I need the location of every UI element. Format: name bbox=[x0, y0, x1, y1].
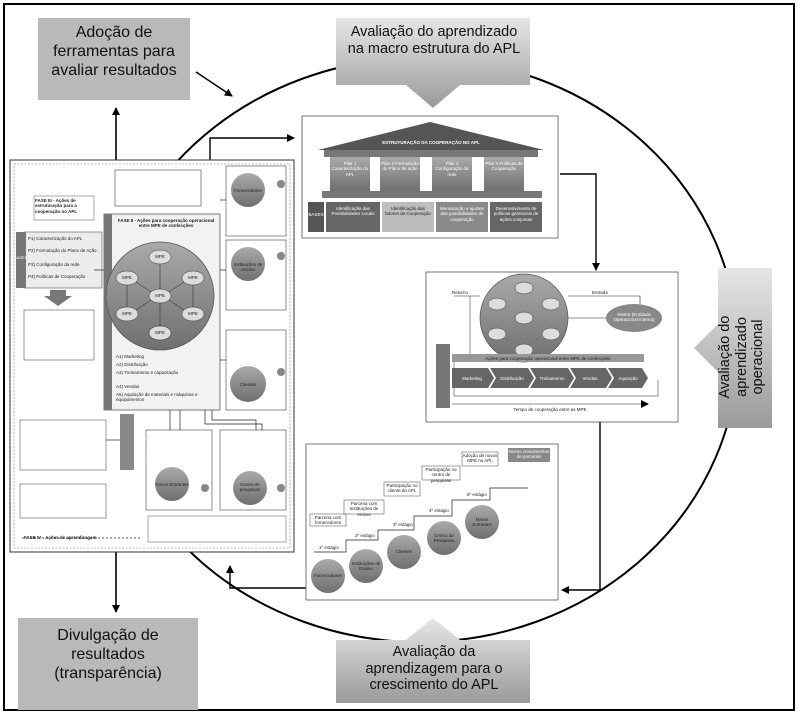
fase3-title: FASE III - Ações de estruturação para a … bbox=[35, 198, 78, 214]
growth-circle-5: Novos Entrantes bbox=[472, 517, 492, 528]
tempo-label: Tempo de cooperação entre as MPE bbox=[513, 407, 587, 412]
retorno-label: Retorno bbox=[452, 290, 469, 295]
fase2-item-1: A1) Marketing bbox=[116, 354, 145, 359]
pillars-diagram bbox=[301, 115, 559, 239]
pillar-4: Pilar 4 Políticas de Cooperação bbox=[485, 161, 523, 172]
divulgacao-label: Divulgação de resultados (transparência) bbox=[54, 627, 162, 683]
avaliacao-operacional-box bbox=[694, 268, 772, 428]
avaliacao-macro-label: Avaliação do aprendizado na macro estrut… bbox=[347, 24, 521, 57]
stair-step-6: Novos crescimentos de parcerias bbox=[508, 449, 550, 460]
left-panel-diagram bbox=[9, 159, 295, 553]
mpe-node-7: MPE bbox=[155, 330, 165, 335]
op-step-2: Distribuição bbox=[500, 376, 524, 381]
fase3-item-4: P4) Políticas de Cooperação bbox=[28, 274, 86, 279]
growth-circle-1: Fornecedores bbox=[314, 573, 342, 578]
fase2-item-5: A5) Aquisição de materiais e máquinas e … bbox=[116, 392, 198, 403]
estagio-3: 3º estágio bbox=[393, 522, 413, 527]
stair-step-2: Parceria com Instituições de ensino bbox=[349, 501, 379, 517]
mpe-node-5: MPE bbox=[122, 311, 132, 316]
mpe-node-3: MPE bbox=[188, 275, 198, 280]
stair-step-1: Parceria com fornecedores bbox=[314, 515, 342, 526]
stair-step-5: Adoção de novos MPE no APL bbox=[462, 453, 498, 464]
pillar-3: Pilar 3 Configuração da rede bbox=[435, 161, 469, 177]
estagio-1: 1º estágio bbox=[319, 545, 339, 550]
estagio-5: 5º estágio bbox=[467, 492, 487, 497]
mpe-node-2: MPE bbox=[122, 275, 132, 280]
mpe-node-6: MPE bbox=[188, 311, 198, 316]
estagio-2: 2º estágio bbox=[355, 533, 375, 538]
op-step-5: Aquisição bbox=[618, 376, 638, 381]
op-step-3: Treinamento bbox=[539, 376, 565, 381]
centro-pesquisas-label: Centro de pesquisas bbox=[239, 482, 261, 493]
gestor-label: Gestor (Entidade Operacional Interna) bbox=[613, 312, 655, 323]
fornecedores-label: Fornecedores bbox=[234, 188, 262, 193]
avaliacao-crescimento-label: Avaliação da aprendizagem para o crescim… bbox=[365, 644, 503, 694]
mpe-node-4: MPE bbox=[155, 293, 165, 298]
pillar-footer-1: Identificação das Possibilidades Locais bbox=[331, 206, 375, 217]
pillars-bases: BASES bbox=[308, 212, 324, 217]
fase3-item-3: P3) Configuração da rede bbox=[28, 262, 80, 267]
instituicoes-label: Instituições de ensino bbox=[233, 262, 263, 273]
fase1-label: FASE I - Ações de preparação para a coop… bbox=[136, 428, 146, 464]
acoes-coop-label: Ações para cooperação operacional entre … bbox=[485, 356, 611, 361]
adocao-box bbox=[38, 18, 190, 100]
arrow-crescimento-to-panel bbox=[226, 565, 306, 589]
fase2-title: FASE II - Ações para cooperação operacio… bbox=[117, 218, 215, 229]
stair-step-3: Participação no cliente do APL bbox=[386, 483, 418, 494]
fase3-item-1: P1) Caracterização do APL bbox=[28, 236, 83, 241]
arrow-operacional-to-crescimento bbox=[561, 422, 601, 594]
clientes-label: Clientes bbox=[239, 382, 257, 387]
estagio-4: 4º estágio bbox=[429, 508, 449, 513]
fase3-item-2: P2) Formulação do Plano de Ação bbox=[28, 248, 97, 253]
entrada-label: Entrada bbox=[592, 290, 608, 295]
pillar-1: Pilar 1 Caracterização do APL bbox=[331, 161, 369, 177]
fase3-bases: BASES bbox=[14, 256, 28, 260]
arrow-adocao-to-cycle bbox=[195, 71, 233, 97]
pillar-footer-3: Mensuração e ajustes das possibilidades … bbox=[439, 206, 485, 222]
pillar-2: Pilar 2 Formulação do Plano de ação bbox=[381, 161, 419, 172]
outer-frame bbox=[3, 3, 795, 711]
mpe-node-1: MPE bbox=[155, 254, 165, 259]
fase2-item-2: A2) Distribuição bbox=[116, 362, 148, 367]
novos-entrantes-label: Novos Entrantes bbox=[155, 482, 189, 487]
adocao-label: Adoção de ferramentas para avaliar resul… bbox=[51, 24, 177, 79]
growth-circle-3: Clientes bbox=[395, 549, 413, 554]
arrow-panel-to-macro bbox=[209, 134, 295, 162]
avaliacao-crescimento-box bbox=[336, 618, 530, 703]
fase2-item-4: A4) Vendas bbox=[116, 384, 140, 389]
operational-diagram bbox=[425, 271, 679, 423]
avaliacao-operacional-label: Avaliação do aprendizado operacional bbox=[716, 315, 767, 399]
fase4-label: FASE IV - Ações de aprendizagem bbox=[24, 535, 97, 540]
avaliacao-macro-box bbox=[336, 18, 530, 108]
op-step-4: Vendas bbox=[582, 376, 598, 381]
fase2-item-3: A3) Treinamento e capacitação bbox=[116, 370, 179, 375]
pillar-footer-2: Identificação das fatores de Cooperação bbox=[385, 206, 431, 217]
arrow-macro-to-operacional bbox=[560, 173, 600, 271]
growth-stairs-diagram bbox=[305, 443, 559, 601]
growth-circle-2: Instituições de Ensino bbox=[351, 561, 381, 572]
op-step-1: Marketing bbox=[462, 376, 482, 381]
pillar-footer-4: Desenvolvimento de políticas gerenciais … bbox=[493, 206, 539, 222]
stair-step-4: Participação no centro de pesquisas bbox=[425, 467, 457, 483]
divulgacao-box bbox=[18, 618, 198, 710]
growth-circle-4: Centro de Pesquisas bbox=[433, 533, 455, 544]
pillars-title: ESTRUTURAÇÃO DA COOPERAÇÃO NO APL bbox=[382, 140, 480, 145]
